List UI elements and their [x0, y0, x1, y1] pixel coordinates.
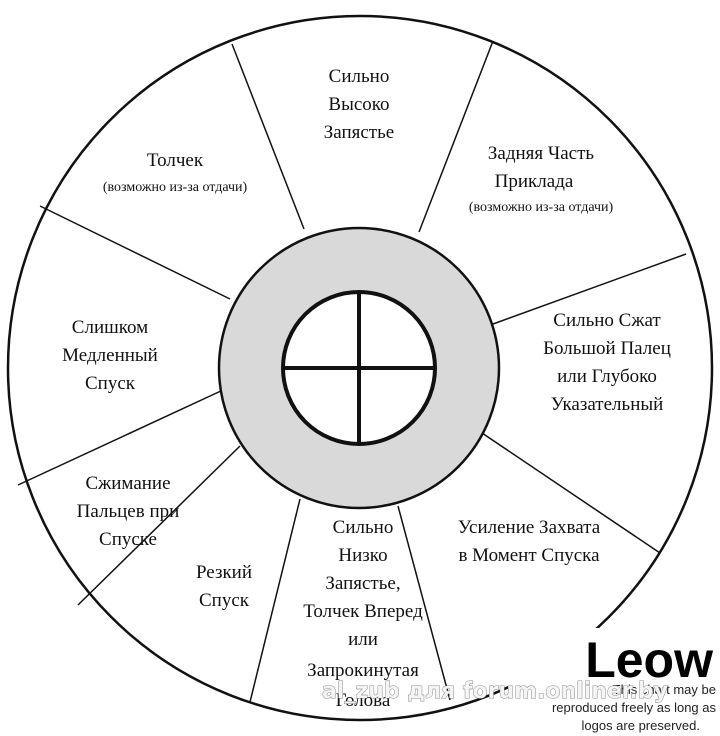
segment-top: Сильно Высоко Запястье — [324, 66, 394, 143]
logo-fine-print: logos are preserved. — [581, 718, 700, 733]
segment-top-left-note: (возможно из-за отдачи) — [103, 180, 248, 195]
segment-right: Сильно Сжат Большой Палец или Глубоко Ук… — [543, 310, 671, 415]
segment-top-left: Толчек (возможно из-за отдачи) — [103, 150, 248, 195]
segment-bottom-line: Голова — [336, 690, 391, 711]
segment-right-line: Указательный — [551, 394, 664, 415]
divider-top-left — [231, 43, 305, 230]
segment-lower-right-line: в Момент Спуска — [458, 545, 600, 566]
segment-top-line: Запястье — [324, 122, 394, 143]
segment-top-right-note: (возможно из-за отдачи) — [469, 200, 614, 215]
segment-lower-right-line: Усиление Захвата — [458, 517, 601, 538]
divider-right-upper — [492, 253, 687, 325]
divider-bottom-right — [397, 505, 451, 701]
segment-lower-left: Сжимание Пальцев при Спуске — [77, 473, 180, 550]
leow-logo: Leow This chart may be reproduced freely… — [552, 632, 717, 733]
segment-left-line: Спуск — [85, 373, 136, 394]
segment-top-right-line: Приклада — [495, 171, 574, 192]
segment-dividers — [17, 40, 687, 703]
segment-top-left-line: Толчек — [147, 150, 204, 171]
segment-left-line: Слишком — [72, 317, 148, 338]
segment-lower-left-line: Сжимание — [85, 473, 170, 494]
divider-left-upper — [39, 205, 231, 300]
segment-lower-left-line: Спуске — [99, 529, 157, 550]
segment-top-right-line: Задняя Часть — [488, 143, 595, 164]
segment-bottom-line: Запрокинутая — [307, 660, 419, 681]
divider-top-right — [418, 40, 494, 233]
segment-bottom-line: или — [348, 629, 378, 650]
segment-right-line: или Глубоко — [557, 366, 657, 387]
divider-left-lower — [77, 445, 241, 606]
segment-left: Слишком Медленный Спуск — [62, 317, 158, 394]
logo-brand: Leow — [585, 632, 713, 688]
segment-bottom: Сильно Низко Запястье, Толчек Вперед или… — [303, 517, 423, 711]
segment-lower-left-inner: Резкий Спуск — [196, 562, 252, 611]
segment-top-right: Задняя Часть Приклада (возможно из-за от… — [469, 143, 614, 215]
divider-right-lower — [481, 432, 661, 554]
segment-left-line: Медленный — [62, 345, 158, 366]
segment-lower-left-inner-line: Резкий — [196, 562, 252, 583]
segment-lower-left-line: Пальцев при — [77, 501, 180, 522]
logo-fine-print: reproduced freely as long as — [552, 700, 717, 715]
logo-backdrop — [508, 628, 720, 736]
divider-bottom-left — [249, 498, 301, 703]
segment-top-line: Высоко — [328, 94, 389, 115]
segment-lower-right: Усиление Захвата в Момент Спуска — [458, 517, 601, 566]
segment-bottom-line: Сильно — [333, 517, 394, 538]
logo-fine-print: This chart may be — [613, 682, 716, 697]
segment-right-line: Сильно Сжат — [553, 310, 661, 331]
watermark: al_zub для forum.onliner.by — [322, 679, 668, 704]
segment-bottom-line: Низко — [338, 545, 387, 566]
segment-bottom-line: Запястье, — [325, 573, 400, 594]
segment-top-line: Сильно — [329, 66, 390, 87]
divider-left-middle — [17, 389, 224, 486]
segment-bottom-line: Толчек Вперед — [303, 601, 423, 622]
segment-right-line: Большой Палец — [543, 338, 671, 359]
segment-lower-left-inner-line: Спуск — [199, 590, 250, 611]
